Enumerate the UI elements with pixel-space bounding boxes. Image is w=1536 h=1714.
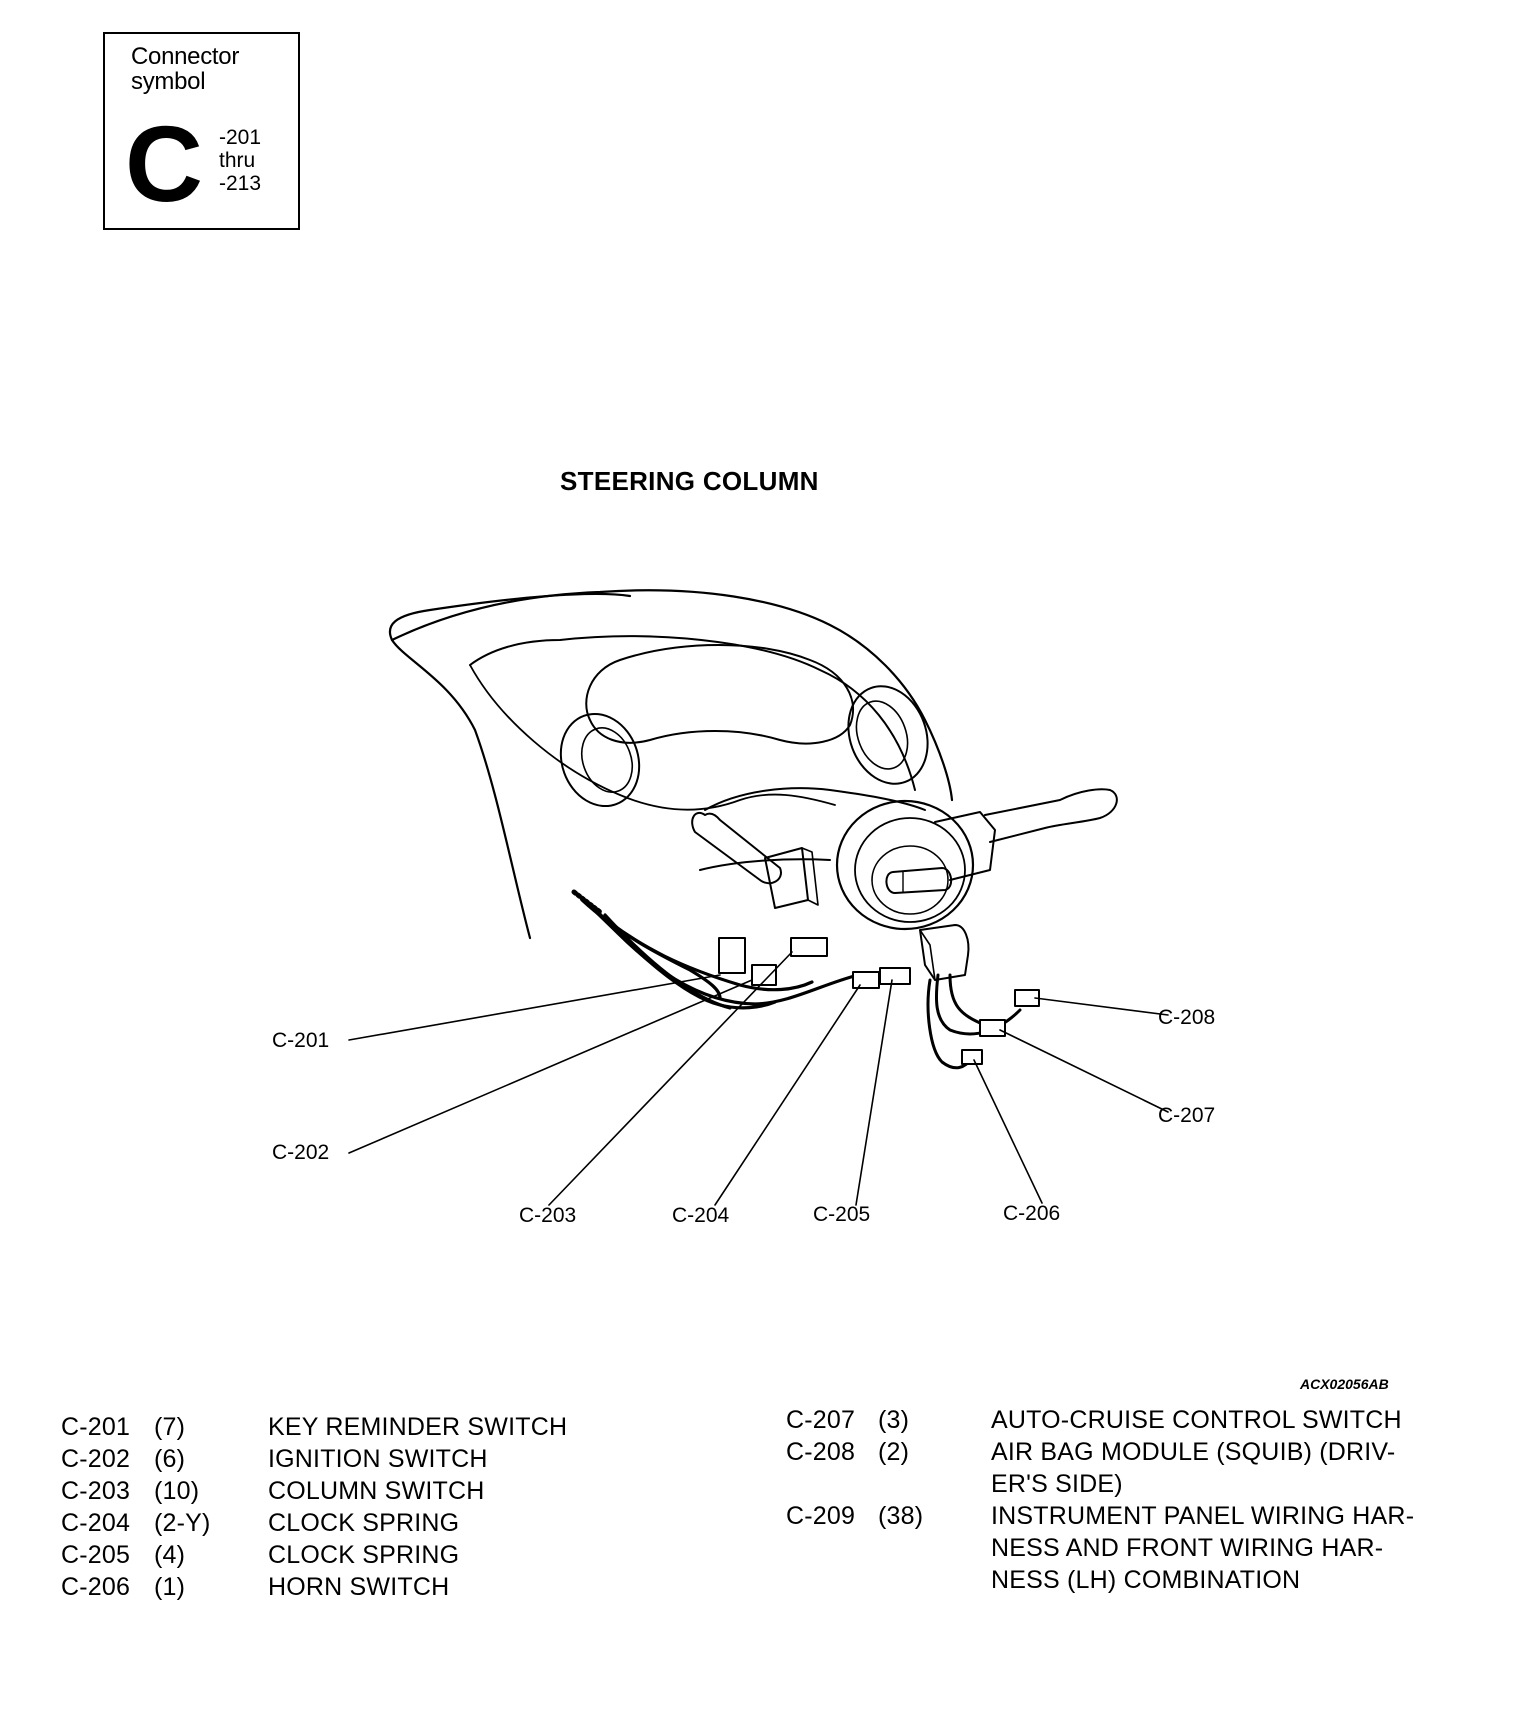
leader-c203 (548, 951, 793, 1206)
symbol-range-line2: thru (219, 149, 256, 172)
legend-desc-cont: NESS AND FRONT WIRING HAR- (991, 1534, 1384, 1562)
legend-id: C-203 (61, 1477, 131, 1505)
left-lever-base-side (801, 847, 819, 906)
legend-desc: KEY REMINDER SWITCH (268, 1413, 568, 1441)
column-hub (871, 845, 949, 915)
left-gauge-outer (559, 712, 641, 808)
connector-block-206 (961, 1049, 983, 1065)
legend-pins: (4) (154, 1541, 186, 1569)
connector-symbol-letter: C (125, 103, 203, 224)
right-lever (984, 788, 1118, 843)
connector-block-204 (852, 971, 880, 989)
leader-c202 (348, 979, 753, 1154)
column-ring-inner (854, 817, 966, 923)
legend-id: C-207 (786, 1406, 856, 1434)
callout-c208: C-208 (1158, 1006, 1216, 1029)
legend-desc: CLOCK SPRING (268, 1509, 460, 1537)
diagram-title: STEERING COLUMN (560, 466, 819, 496)
legend-id: C-209 (786, 1502, 856, 1530)
legend-pins: (2-Y) (154, 1509, 211, 1537)
connector-block-201 (718, 937, 746, 974)
legend-desc: HORN SWITCH (268, 1573, 450, 1601)
legend-desc-cont: NESS (LH) COMBINATION (991, 1566, 1301, 1594)
legend-pins: (10) (154, 1477, 200, 1505)
leader-c207 (999, 1029, 1169, 1113)
right-gauge-inner (855, 700, 909, 770)
callout-c207: C-207 (1158, 1104, 1216, 1127)
lower-switch-block (919, 924, 970, 981)
leader-lines (348, 951, 1169, 1206)
legend-pins: (2) (878, 1438, 910, 1466)
symbol-caption-line1: Connector (131, 43, 240, 70)
legend-desc: IGNITION SWITCH (268, 1445, 488, 1473)
dash-inner-curve (469, 635, 916, 791)
legend-id: C-205 (61, 1541, 131, 1569)
legend-id: C-202 (61, 1445, 131, 1473)
connector-symbol-caption: Connector symbol (131, 44, 291, 94)
symbol-range-line1: -201 (219, 126, 262, 149)
connector-block-205 (879, 967, 911, 985)
legend-desc: AUTO-CRUISE CONTROL SWITCH (991, 1406, 1402, 1434)
connector-symbol-range: -201 thru -213 (219, 126, 261, 195)
leader-c204 (714, 984, 861, 1206)
column-shaft (885, 867, 953, 894)
figure-code: ACX02056AB (1300, 1376, 1389, 1392)
callout-c201: C-201 (272, 1029, 330, 1052)
leader-c208 (1034, 997, 1169, 1016)
right-gauge-outer (847, 685, 929, 785)
column-ring-outer (835, 799, 975, 931)
connector-block-203 (790, 937, 828, 957)
legend-desc: AIR BAG MODULE (SQUIB) (DRIV- (991, 1438, 1396, 1466)
connector-block-202 (751, 964, 777, 986)
legend-desc: INSTRUMENT PANEL WIRING HAR- (991, 1502, 1415, 1530)
dash-top-curve (390, 589, 954, 802)
legend-desc-cont: ER'S SIDE) (991, 1470, 1123, 1498)
cluster-opening (585, 644, 855, 745)
symbol-range-line3: -213 (219, 172, 262, 195)
harness-left (580, 898, 860, 1010)
left-lever (691, 812, 782, 885)
legend-pins: (3) (878, 1406, 910, 1434)
callout-c206: C-206 (1003, 1202, 1061, 1225)
leader-c201 (348, 974, 721, 1041)
connector-symbol-box: Connector symbol C -201 thru -213 (103, 32, 300, 230)
legend-pins: (1) (154, 1573, 186, 1601)
legend-id: C-206 (61, 1573, 131, 1601)
legend-id: C-208 (786, 1438, 856, 1466)
legend-id: C-204 (61, 1509, 131, 1537)
dash-inner-lower (469, 664, 836, 811)
dash-outer-outline (388, 592, 632, 940)
callout-c205: C-205 (813, 1203, 871, 1226)
leader-c205 (855, 979, 893, 1206)
right-switch-body (934, 811, 996, 881)
legend-pins: (6) (154, 1445, 186, 1473)
lower-switch-block-side (919, 929, 936, 981)
legend-desc: CLOCK SPRING (268, 1541, 460, 1569)
harness-tail-hatch (571, 889, 603, 915)
callout-c202: C-202 (272, 1141, 330, 1164)
left-gauge-inner (580, 727, 634, 793)
legend-pins: (7) (154, 1413, 186, 1441)
left-lever-base (764, 847, 809, 909)
leader-c206 (973, 1059, 1043, 1204)
legend-desc: COLUMN SWITCH (268, 1477, 485, 1505)
connector-block-207 (979, 1019, 1006, 1037)
callout-c204: C-204 (672, 1204, 730, 1227)
symbol-caption-line2: symbol (131, 68, 206, 95)
legend-pins: (38) (878, 1502, 924, 1530)
callout-c203: C-203 (519, 1204, 577, 1227)
legend-id: C-201 (61, 1413, 131, 1441)
